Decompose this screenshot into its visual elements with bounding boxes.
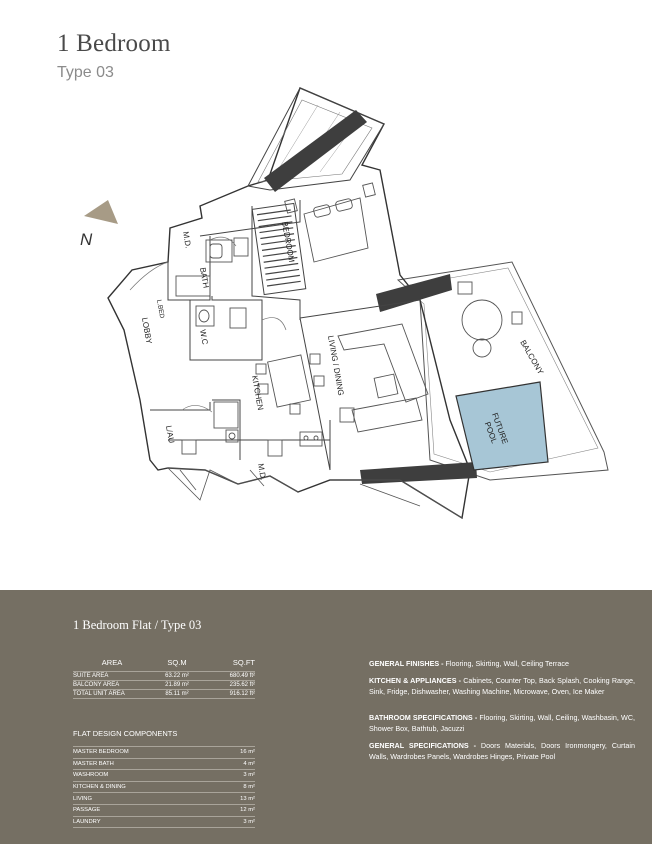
component-value: 3 m² [216,769,255,782]
label-md-bottom: M.D. [256,463,268,481]
doors [129,236,287,413]
beam-middle [376,274,452,312]
flat-title: 1 Bedroom Flat / Type 03 [73,618,202,632]
bed [284,182,376,263]
area-table: AREA SQ.M SQ.FT SUITE AREA 63.22 m² 680.… [73,658,255,699]
label-laundry: L/AU [164,425,176,444]
table-row: BALCONY AREA 21.89 m² 235.62 ft² [73,680,255,690]
dining-set [255,353,325,415]
area-sqft: 680.49 ft² [203,671,255,681]
component-label: MASTER BATH [73,757,217,770]
label-md-top: M.D. [181,231,193,249]
area-header-area: AREA [101,658,123,667]
area-label: SUITE AREA [73,671,151,681]
page-subtitle: Type 03 [57,64,114,81]
north-label: N [80,230,93,249]
label-living-dining: LIVING / DINING [326,335,345,397]
table-row: TOTAL UNIT AREA 85.11 m² 916.12 ft² [73,689,255,699]
area-label: BALCONY AREA [73,680,151,690]
upper-facade [247,87,385,191]
interior-walls [150,200,421,471]
spec-text: Doors Materials, Doors Ironmongery, Curt… [369,741,635,762]
component-value: 13 m² [216,792,255,805]
component-value: 3 m² [216,815,255,829]
wardrobe [251,202,307,296]
area-header-sqm: SQ.M [167,658,187,667]
label-bedroom: BEDROOM [280,221,296,264]
spec-label: KITCHEN & APPLIANCES - [369,676,464,686]
spec-text: Flooring, Skirting, Wall, Ceiling, Washb… [369,712,636,733]
area-sqft: 235.62 ft² [203,680,255,690]
label-balcony: BALCONY [518,339,545,377]
page-title: 1 Bedroom [57,30,171,57]
north-arrow-icon [84,200,118,224]
component-label: LAUNDRY [73,815,217,829]
apartment-outline [107,87,471,520]
spec-text: Flooring, Skirting, Wall, Ceiling Terrac… [445,659,569,668]
components-title: FLAT DESIGN COMPONENTS [73,729,178,738]
area-sqm: 21.89 m² [151,680,203,690]
balcony-area [396,261,609,481]
component-label: LIVING [73,792,217,805]
beam-top [264,110,367,192]
area-label: TOTAL UNIT AREA [73,689,151,699]
beam-bottom [360,462,477,484]
spec-label: GENERAL SPECIFICATIONS - [369,741,481,751]
balcony-furniture [457,281,523,358]
area-header-sqft: SQ.FT [232,658,255,667]
area-sqm: 63.22 m² [151,671,203,681]
area-table-header: AREA SQ.M SQ.FT [73,658,255,672]
spec-bathroom: BATHROOM SPECIFICATIONS - Flooring, Skir… [369,712,635,734]
specifications: GENERAL FINISHES - Flooring, Skirting, W… [369,658,635,768]
spec-label: GENERAL FINISHES - [369,659,446,668]
component-value: 8 m² [216,780,255,793]
area-sqm: 85.11 m² [151,689,203,699]
component-label: KITCHEN & DINING [73,780,217,793]
label-lobby: LOBBY [140,317,154,345]
lower-facade [166,467,463,519]
component-value: 4 m² [216,757,255,770]
label-kitchen: KITCHEN [250,375,265,411]
spec-text: Cabinets, Counter Top, Back Splash, Cook… [369,676,636,697]
label-lbed: L.BED [155,299,165,319]
label-wc: W.C [198,329,210,346]
bath-fixtures [175,237,249,329]
floor-plan: N [80,87,609,520]
label-bath: BATH [198,267,211,289]
sofa [337,323,429,433]
spec-general-finishes: GENERAL FINISHES - Flooring, Skirting, W… [369,658,635,669]
spec-panel: 1 Bedroom Flat / Type 03 AREA SQ.M SQ.FT… [0,590,652,844]
table-row: SUITE AREA 63.22 m² 680.49 ft² [73,671,255,681]
spec-label: BATHROOM SPECIFICATIONS - [369,712,480,722]
component-label: PASSAGE [73,803,217,817]
component-label: MASTER BEDROOM [73,746,217,759]
kitchen-units [181,401,323,457]
component-value: 12 m² [216,803,255,817]
spec-kitchen-appliances: KITCHEN & APPLIANCES - Cabinets, Counter… [369,675,635,697]
component-value: 16 m² [216,746,255,759]
area-sqft: 916.12 ft² [203,689,255,699]
balcony-inner [403,267,599,473]
component-label: WASHROOM [73,769,217,782]
future-pool [455,381,549,471]
spec-general-specifications: GENERAL SPECIFICATIONS - Doors Materials… [369,740,635,762]
